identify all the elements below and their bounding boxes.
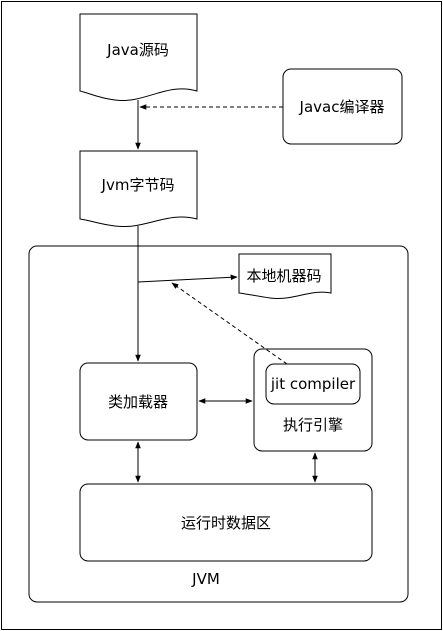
runtime-data-area-label: 运行时数据区 <box>181 514 271 532</box>
javac-compiler-label: Javac编译器 <box>299 98 385 116</box>
jvm-bytecode-document <box>79 150 198 228</box>
jvm-label: JVM <box>191 570 220 588</box>
jit-compiler-box <box>265 363 361 405</box>
class-loader-box <box>79 362 198 441</box>
native-code-document <box>238 253 332 299</box>
jvm-bytecode-label: Jvm字节码 <box>101 176 175 194</box>
java-source-label: Java源码 <box>106 41 169 59</box>
java-source-document <box>79 13 198 101</box>
execution-engine-label: 执行引擎 <box>283 416 343 434</box>
bytecode-to-native-arrow <box>137 274 238 283</box>
jit-to-native-arrow <box>171 282 288 365</box>
runtime-data-area-box <box>79 483 373 562</box>
class-loader-label: 类加载器 <box>108 393 168 411</box>
jit-compiler-label: jit compiler <box>270 375 356 393</box>
native-code-label: 本地机器码 <box>246 267 321 285</box>
